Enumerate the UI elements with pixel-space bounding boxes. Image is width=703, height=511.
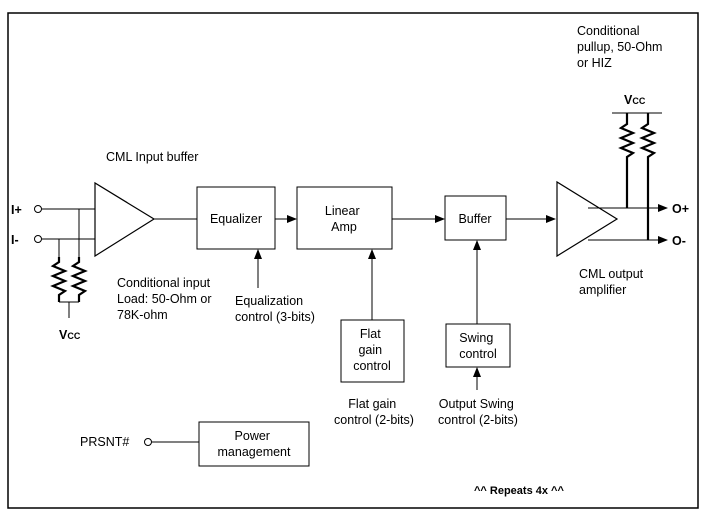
pullup-label: Conditional pullup, 50-Ohm or HIZ <box>577 24 666 70</box>
flat-gain-label: Flat gain control (2-bits) <box>334 397 414 427</box>
swing-control-block <box>445 323 511 368</box>
cml-output-amplifier <box>556 180 619 258</box>
input-neg-label: I- <box>11 233 19 247</box>
input-buffer-label: CML Input buffer <box>106 150 198 164</box>
equalizer-block <box>196 186 276 250</box>
repeats-note: ^^ Repeats 4x ^^ <box>474 485 564 497</box>
swing-label: Output Swing control (2-bits) <box>438 397 518 427</box>
buffer-label: Buffer <box>458 212 491 226</box>
flat-gain-control-block <box>340 319 405 383</box>
input-pin-neg: I- <box>11 233 42 247</box>
input-load-resistor-left <box>50 257 68 302</box>
diagram-frame <box>7 12 699 509</box>
input-load-resistor-right <box>70 257 88 302</box>
output-neg-label: O- <box>672 234 686 248</box>
input-load-label: Conditional input Load: 50-Ohm or 78K-oh… <box>117 276 215 322</box>
cml-input-buffer <box>94 181 156 258</box>
linear-amp-block <box>296 186 393 250</box>
flat-gain-control-block-label: Flat gain control <box>353 327 391 373</box>
input-pos-label: I+ <box>11 203 22 217</box>
output-pos-label: O+ <box>672 202 689 216</box>
linear-amp-label: Linear Amp <box>325 204 363 234</box>
power-management-block <box>198 421 310 467</box>
vcc-label-input: VCC <box>59 328 81 342</box>
equalizer-label: Equalizer <box>210 212 262 226</box>
eq-control-label: Equalization control (3-bits) <box>235 294 315 324</box>
swing-control-block-label: Swing control <box>459 331 497 361</box>
buffer-block <box>444 195 507 241</box>
output-pullup-resistor-left <box>618 113 636 208</box>
output-amp-label: CML output amplifier <box>579 267 647 297</box>
power-management-label: Power management <box>218 429 291 459</box>
prsnt-pin <box>144 438 152 446</box>
prsnt-pin-label: PRSNT# <box>80 435 129 449</box>
input-pin-pos: I+ <box>11 203 42 217</box>
output-pullup-resistor-right <box>639 113 657 240</box>
vcc-label-output: VCC <box>624 93 646 107</box>
